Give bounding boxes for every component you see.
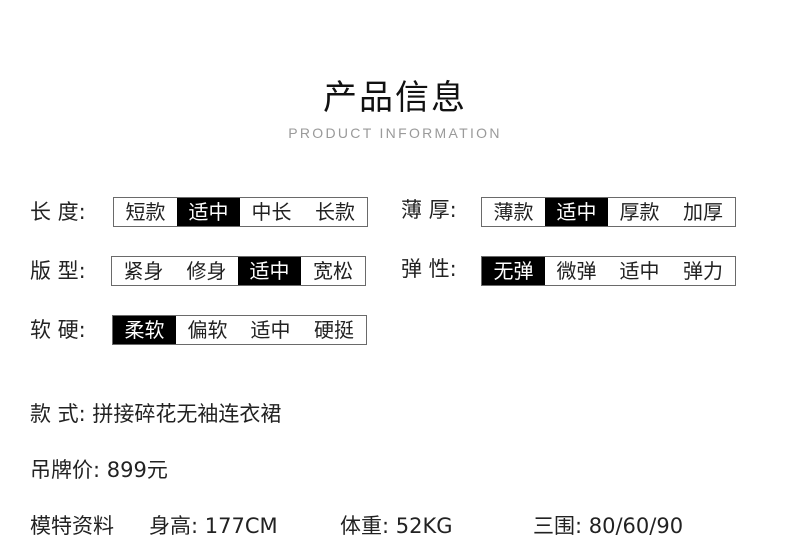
elasticity-option: 微弹 (556, 259, 597, 283)
elasticity-options: 无弹 微弹 适中 弹力 (481, 256, 736, 286)
style-info: 款 式: 拼接碎花无袖连衣裙 (30, 402, 282, 426)
length-option: 短款 (125, 200, 166, 224)
thickness-label: 薄 厚: (401, 198, 457, 222)
page-title: 产品信息 (323, 78, 467, 118)
model-measurements: 三围: 80/60/90 (533, 514, 684, 538)
page-subtitle: PRODUCT INFORMATION (288, 125, 502, 141)
thickness-option: 厚款 (619, 200, 660, 224)
softness-options: 柔软 偏软 适中 硬挺 (112, 315, 367, 345)
fit-label: 版 型: (30, 259, 86, 283)
softness-option: 硬挺 (314, 318, 354, 342)
fit-option: 修身 (186, 259, 227, 283)
elasticity-option: 弹力 (683, 259, 723, 283)
price-info: 吊牌价: 899元 (30, 458, 168, 482)
length-label: 长 度: (30, 200, 86, 224)
model-weight: 体重: 52KG (340, 514, 453, 538)
softness-label: 软 硬: (30, 318, 86, 342)
thickness-option: 薄款 (493, 200, 534, 224)
elasticity-option: 适中 (619, 259, 660, 283)
thickness-option-selected: 适中 (545, 198, 608, 226)
fit-option-selected: 适中 (238, 257, 301, 285)
softness-option: 适中 (250, 318, 291, 342)
model-height: 身高: 177CM (149, 514, 278, 538)
length-option: 长款 (315, 200, 355, 224)
fit-option: 紧身 (123, 259, 164, 283)
thickness-option: 加厚 (683, 200, 723, 224)
model-info-label: 模特资料 (30, 514, 114, 538)
elasticity-label: 弹 性: (401, 257, 457, 281)
softness-option-selected: 柔软 (113, 316, 176, 344)
length-option-selected: 适中 (177, 198, 240, 226)
fit-options: 紧身 修身 适中 宽松 (111, 256, 366, 286)
thickness-options: 薄款 适中 厚款 加厚 (481, 197, 736, 227)
softness-option: 偏软 (187, 318, 228, 342)
fit-option: 宽松 (313, 259, 353, 283)
length-options: 短款 适中 中长 长款 (113, 197, 368, 227)
elasticity-option-selected: 无弹 (482, 257, 545, 285)
length-option: 中长 (251, 200, 292, 224)
